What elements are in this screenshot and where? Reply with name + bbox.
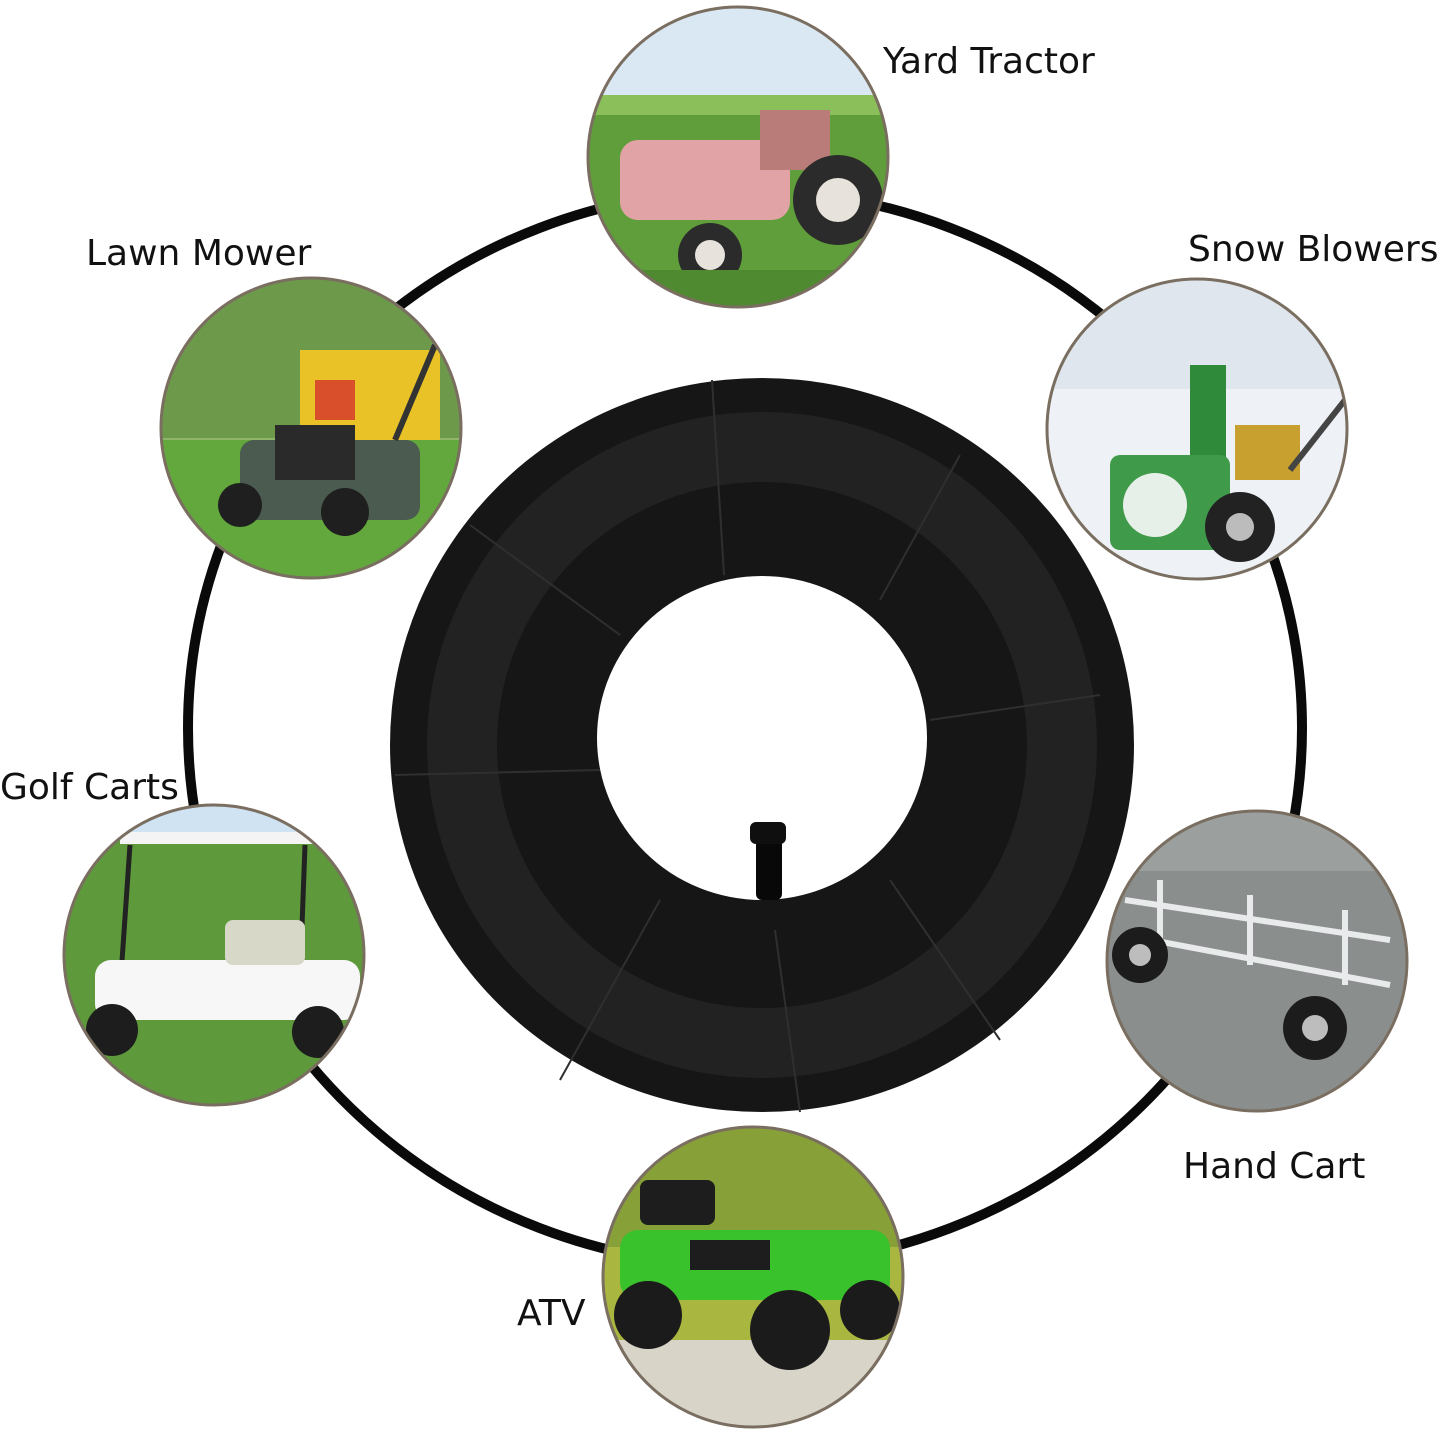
tube-highlight <box>427 412 1097 1078</box>
label-golf-carts: Golf Carts <box>0 767 179 808</box>
lawn-mower-photo <box>159 276 463 580</box>
golf-cart-photo <box>62 803 366 1107</box>
label-lawn-mower: Lawn Mower <box>86 233 312 274</box>
hand-cart-photo <box>1105 809 1409 1113</box>
valve-stem <box>750 822 786 900</box>
snow-blower-photo <box>1045 277 1349 581</box>
inner-tube <box>390 378 1134 1113</box>
label-hand-cart: Hand Cart <box>1183 1146 1366 1187</box>
label-snow-blowers: Snow Blowers <box>1188 229 1439 270</box>
tube-hole <box>597 576 927 900</box>
yard-tractor-photo <box>586 5 890 309</box>
label-yard-tractor: Yard Tractor <box>883 41 1095 82</box>
label-atv: ATV <box>517 1293 586 1334</box>
atv-photo <box>601 1125 905 1429</box>
tube-seams <box>394 379 1101 1113</box>
